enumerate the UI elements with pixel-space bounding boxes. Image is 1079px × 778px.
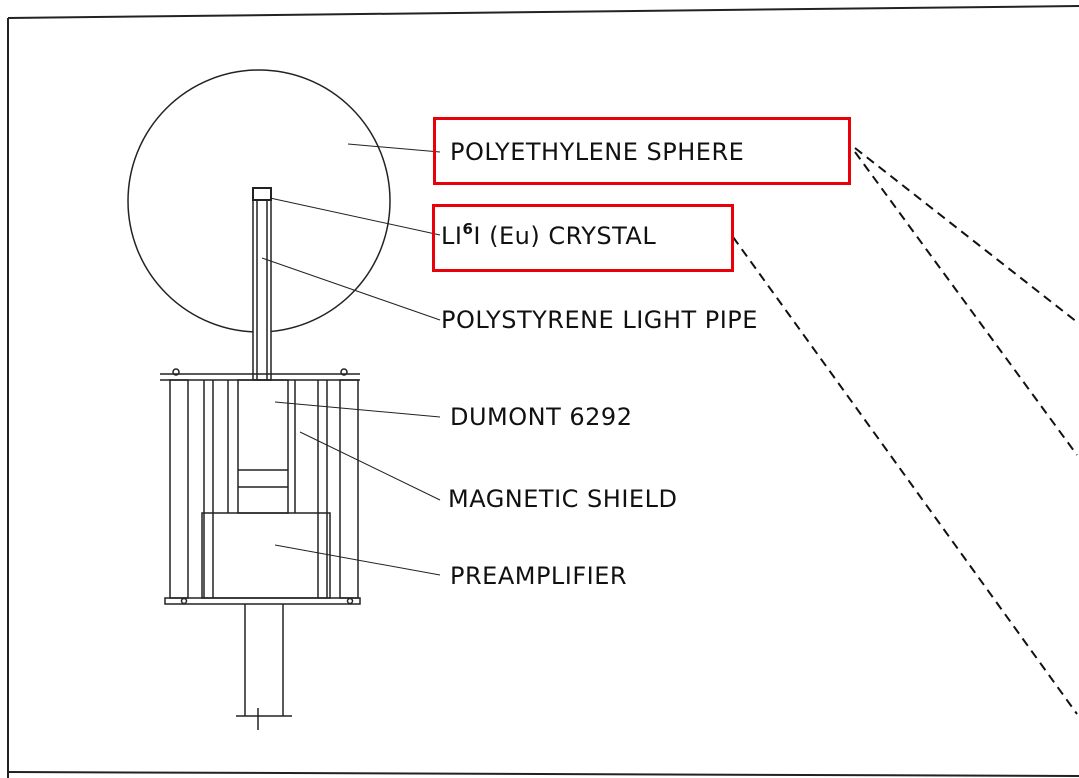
highlight-box-sphere — [433, 117, 851, 185]
label-crystal-rest: I (Eu) CRYSTAL — [473, 222, 657, 250]
label-magnetic-shield: MAGNETIC SHIELD — [448, 485, 678, 513]
photomultiplier-tube — [237, 379, 289, 514]
light-pipe — [252, 187, 272, 381]
dashed-callout-lines — [732, 147, 1078, 715]
highlight-box-crystal — [432, 204, 734, 272]
page-frame — [7, 5, 1079, 778]
leader-lines — [261, 143, 441, 576]
label-dumont-tube: DUMONT 6292 — [450, 403, 633, 431]
label-light-pipe: POLYSTYRENE LIGHT PIPE — [441, 306, 758, 334]
cable-stem — [236, 604, 292, 730]
label-crystal: LI6I (Eu) CRYSTAL — [441, 220, 657, 251]
lii-crystal — [252, 187, 272, 201]
label-crystal-prefix: LI — [441, 222, 463, 250]
label-polyethylene-sphere: POLYETHYLENE SPHERE — [450, 138, 745, 166]
preamplifier-box — [201, 512, 331, 599]
label-preamplifier: PREAMPLIFIER — [450, 562, 628, 590]
label-crystal-superscript: 6 — [462, 220, 474, 238]
